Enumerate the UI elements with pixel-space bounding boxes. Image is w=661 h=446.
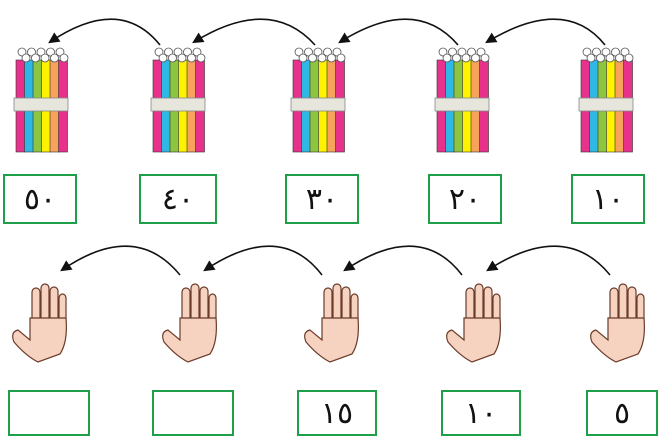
open-hand-five-fingers-icon [12, 283, 67, 363]
bundle-of-ten-sticks-icon [150, 47, 206, 153]
open-hand-five-fingers-icon [162, 283, 217, 363]
bundle-of-ten-sticks-icon [13, 47, 69, 153]
curved-arrow-left-icon [48, 18, 161, 46]
open-hand-five-fingers-icon [304, 283, 359, 363]
open-hand-five-fingers-icon [590, 283, 645, 363]
answer-box[interactable]: ١٥ [297, 390, 377, 436]
open-hand-five-fingers-icon [446, 283, 501, 363]
answer-box[interactable]: ٣٠ [285, 174, 359, 224]
curved-arrow-left-icon [192, 18, 316, 46]
answer-box[interactable]: ٤٠ [139, 174, 217, 224]
bundle-of-ten-sticks-icon [578, 47, 634, 153]
answer-box[interactable]: ٥٠ [3, 174, 77, 224]
curved-arrow-left-icon [485, 18, 606, 46]
curved-arrow-left-icon [203, 245, 323, 276]
curved-arrow-left-icon [343, 245, 463, 276]
answer-box[interactable] [8, 390, 90, 436]
answer-box[interactable]: ٢٠ [428, 174, 502, 224]
curved-arrow-left-icon [60, 245, 181, 276]
curved-arrow-left-icon [338, 18, 459, 46]
answer-box[interactable]: ١٠ [571, 174, 645, 224]
bundle-of-ten-sticks-icon [290, 47, 346, 153]
curved-arrow-left-icon [486, 245, 611, 276]
answer-box[interactable] [152, 390, 234, 436]
answer-box[interactable]: ١٠ [441, 390, 521, 436]
answer-box[interactable]: ٥ [586, 390, 658, 436]
bundle-of-ten-sticks-icon [434, 47, 490, 153]
